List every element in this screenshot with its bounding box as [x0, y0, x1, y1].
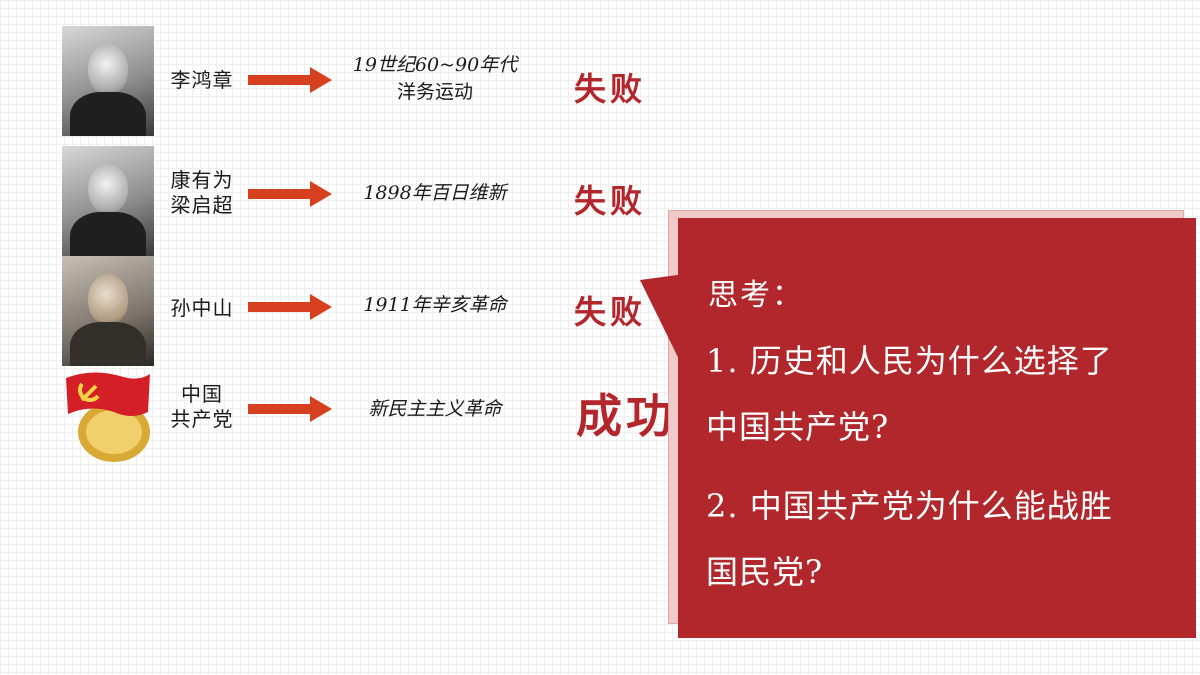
timeline-row-4: 中国 共产党 新民主主义革命 成功: [0, 0, 680, 462]
person-name-line: 中国: [181, 382, 223, 406]
event-label: 1898年百日维新: [363, 182, 507, 204]
question-1: 1. 历史和人民为什么选择了 中国共产党?: [706, 328, 1176, 460]
person-name-line: 共产党: [170, 407, 234, 431]
person-name-line: 梁启超: [170, 193, 234, 217]
person-name-line: 康有为: [170, 168, 234, 192]
event-line: 洋务运动: [396, 81, 473, 103]
portrait-sun-yatsen: [62, 256, 154, 366]
person-name: 李鸿章: [170, 68, 234, 92]
timeline-row-2: 康有为 梁启超 1898年百日维新 失败: [0, 0, 680, 256]
result-label: 成功: [576, 389, 676, 443]
event-line: 19世纪60~90年代: [352, 54, 518, 76]
result-label: 失败: [574, 70, 647, 108]
arrow-right-icon: [248, 294, 332, 320]
portrait-li-hongzhang: [62, 26, 154, 136]
question-line: 2. 中国共产党为什么能战胜: [706, 487, 1113, 525]
event-label: 新民主主义革命: [368, 398, 502, 420]
timeline-row-3: 孙中山 1911年辛亥革命 失败: [0, 0, 680, 366]
portrait-kang-youwei: [62, 146, 154, 256]
event-label: 1911年辛亥革命: [363, 294, 507, 316]
thinking-callout: 思考： 1. 历史和人民为什么选择了 中国共产党? 2. 中国共产党为什么能战胜…: [678, 218, 1196, 638]
arrow-right-icon: [248, 181, 332, 207]
party-badge-icon: [66, 372, 150, 462]
timeline-row-1: 李鸿章 19世纪60~90年代 洋务运动 失败: [0, 0, 680, 136]
arrow-right-icon: [248, 67, 332, 93]
person-name: 康有为 梁启超: [156, 168, 248, 218]
arrow-right-icon: [248, 396, 332, 422]
result-label: 失败: [574, 293, 647, 331]
event-label: 19世纪60~90年代 洋务运动: [330, 52, 540, 106]
question-line: 中国共产党?: [706, 408, 890, 446]
person-name: 孙中山: [170, 296, 234, 320]
callout-title: 思考：: [708, 278, 804, 313]
question-line: 1. 历史和人民为什么选择了: [706, 342, 1113, 380]
question-2: 2. 中国共产党为什么能战胜 国民党?: [706, 473, 1176, 605]
question-line: 国民党?: [706, 553, 824, 591]
person-name: 中国 共产党: [156, 382, 248, 432]
result-label: 失败: [574, 182, 647, 220]
